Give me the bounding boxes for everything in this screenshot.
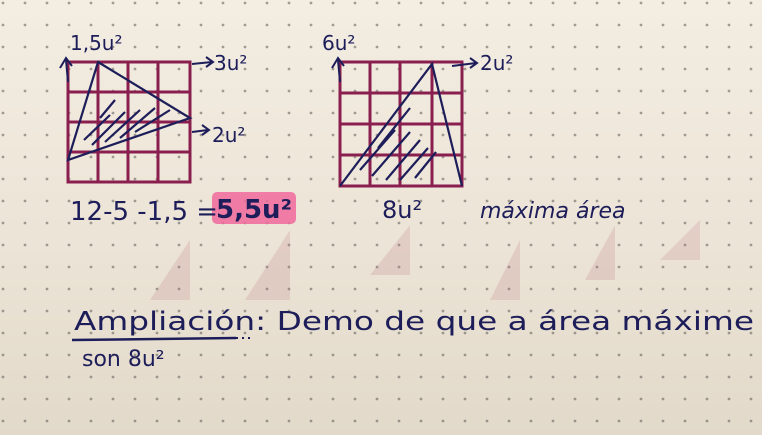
right-bottom-label: 8u² [382,196,422,224]
left-right-top-label: 3u² [214,51,247,75]
right-caption: máxima área [480,199,626,224]
right-arrows [331,56,479,83]
right-top-label: 6u² [322,31,355,55]
right-grid [338,60,464,188]
ampliacion-underline [71,336,237,342]
result-highlight [212,192,296,224]
right-right-top-label: 2u² [480,51,513,75]
left-triangle [66,60,193,162]
left-arrows [59,56,215,136]
note-line-1: Ampliación: Demo de que a área máxime [74,307,754,337]
left-top-label: 1,5u² [70,31,123,55]
right-triangle [339,61,464,187]
left-right-mid-label: 2u² [212,123,245,147]
left-equation-result: 5,5u² [216,195,292,225]
left-equation: 12-5 -1,5 = [70,197,218,227]
bleed-through-marks [150,220,700,300]
note-line-2: son 8u² [82,347,165,372]
